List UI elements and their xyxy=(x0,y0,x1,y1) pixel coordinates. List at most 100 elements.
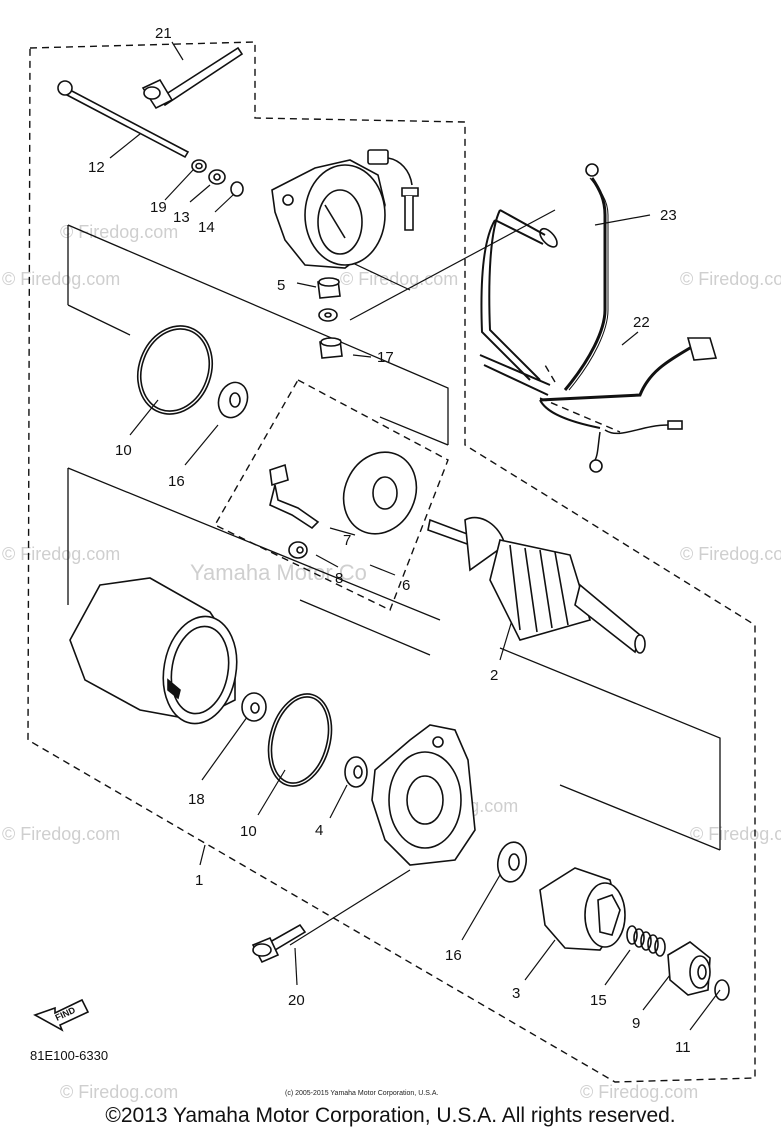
callout-9: 9 xyxy=(632,1015,640,1032)
leader-line xyxy=(199,844,206,866)
o-ring-10-icon xyxy=(137,325,213,415)
through-bolt-12-icon xyxy=(57,80,190,159)
bearing-4-icon xyxy=(344,756,368,788)
leader-line xyxy=(315,554,339,568)
watermark-text: © Firedog.com xyxy=(580,1082,698,1102)
washer-13-icon xyxy=(208,169,226,185)
callout-2: 2 xyxy=(490,667,498,684)
nut-5-icon xyxy=(317,277,341,299)
leader-line xyxy=(201,712,251,781)
callout-19: 19 xyxy=(150,199,167,216)
bolt-21-icon xyxy=(141,46,244,110)
small-copyright: (c) 2005-2015 Yamaha Motor Corporation, … xyxy=(285,1090,438,1097)
leader-line xyxy=(499,616,514,661)
leader-line xyxy=(524,939,556,981)
leader-line xyxy=(184,424,219,466)
terminal-icon xyxy=(367,149,419,231)
spring-15-icon xyxy=(626,925,666,957)
watermark-text: © Firedog.com xyxy=(680,544,781,564)
washer-16-icon xyxy=(217,381,249,419)
rear-cover-icon xyxy=(271,159,386,269)
cable-22-icon xyxy=(479,337,718,473)
watermark-text: © Firedog.com xyxy=(2,824,120,844)
callout-23: 23 xyxy=(660,207,677,224)
pinion-gear-3-icon xyxy=(539,867,626,951)
leader-line xyxy=(604,949,631,986)
lower-reference-panel xyxy=(67,467,721,851)
watermark-text: © Firedog.com xyxy=(690,824,781,844)
callout-14: 14 xyxy=(198,219,215,236)
front-cover-icon xyxy=(371,724,476,866)
callout-7: 7 xyxy=(343,532,351,549)
callout-5: 5 xyxy=(277,277,285,294)
leader-line xyxy=(257,769,286,816)
spring-8-icon xyxy=(288,541,308,559)
leader-line xyxy=(171,41,184,61)
watermark-brand-text: Yamaha Motor Co xyxy=(190,560,367,585)
washer-19-icon xyxy=(191,159,207,173)
callout-12: 12 xyxy=(88,159,105,176)
callout-21: 21 xyxy=(155,25,172,42)
callout-13: 13 xyxy=(173,209,190,226)
o-ring-14-icon xyxy=(230,181,244,197)
leader-line xyxy=(329,527,356,536)
callout-3: 3 xyxy=(512,985,520,1002)
callout-16-upper: 16 xyxy=(168,473,185,490)
copyright-footer: ©2013 Yamaha Motor Corporation, U.S.A. A… xyxy=(105,1104,676,1127)
nut-17-icon xyxy=(319,337,343,359)
outer-assembly-boundary xyxy=(27,41,756,1083)
harness-dash xyxy=(539,364,621,433)
callout-11: 11 xyxy=(675,1039,691,1056)
diagram-code: 81E100-6330 xyxy=(30,1048,108,1063)
bolt-20-icon xyxy=(251,923,307,964)
washer-icon xyxy=(318,308,338,322)
leader-line xyxy=(296,282,317,288)
leader-line xyxy=(214,194,234,213)
leader-line xyxy=(642,974,671,1011)
leader-line xyxy=(369,564,396,576)
leader-line xyxy=(164,169,194,201)
find-arrow-icon xyxy=(33,998,90,1032)
watermark-text: © Firedog.com xyxy=(2,544,120,564)
washer-16-lower-icon xyxy=(496,841,528,883)
leader-line xyxy=(594,214,651,226)
callout-18: 18 xyxy=(188,791,205,808)
watermark-text: © Firedog.com xyxy=(340,269,458,289)
leader-line xyxy=(189,184,211,203)
callout-4: 4 xyxy=(315,822,323,839)
callout-8: 8 xyxy=(335,570,343,587)
leader-line xyxy=(349,209,556,321)
leader-line xyxy=(461,874,501,941)
part-labels: 21 12 19 13 14 5 17 23 22 10 16 7 8 6 2 … xyxy=(88,25,691,1056)
callout-6: 6 xyxy=(402,577,410,594)
callout-20: 20 xyxy=(288,992,305,1009)
callout-17: 17 xyxy=(377,349,394,366)
leader-line xyxy=(621,331,639,346)
watermark-text: © Firedog.com xyxy=(60,222,178,242)
watermark-text: © Firedog.com xyxy=(680,269,781,289)
cable-23-icon xyxy=(480,163,609,391)
callout-22: 22 xyxy=(633,314,650,331)
circlip-11-icon xyxy=(714,979,730,1001)
leader-line xyxy=(352,354,372,358)
leader-line xyxy=(109,129,146,159)
brush-kit-boundary xyxy=(214,379,449,611)
watermark-text: © Firedog.com xyxy=(60,1082,178,1102)
callout-10-lower: 10 xyxy=(240,823,257,840)
leader-line xyxy=(289,869,411,946)
o-ring-10-lower-icon xyxy=(267,693,333,787)
callout-1: 1 xyxy=(195,872,203,889)
stopper-9-icon xyxy=(667,941,711,996)
callout-10-upper: 10 xyxy=(115,442,132,459)
armature-2-icon xyxy=(427,516,646,654)
leader-line xyxy=(329,784,348,819)
washer-18-icon xyxy=(241,692,267,722)
brush-plate-6-icon xyxy=(342,451,418,535)
watermark-text: © Firedog.com xyxy=(2,269,120,289)
callout-16-lower: 16 xyxy=(445,947,462,964)
leader-line xyxy=(689,989,721,1031)
upper-reference-panel xyxy=(67,224,449,446)
brush-holder-7-icon xyxy=(269,463,320,530)
callout-15: 15 xyxy=(590,992,607,1009)
